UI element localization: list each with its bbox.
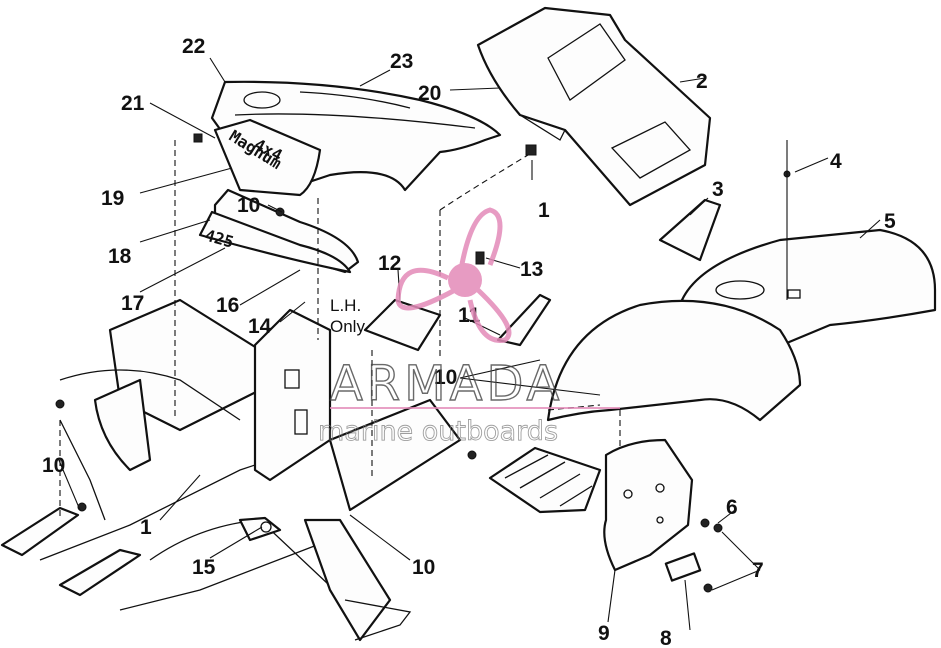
mud-flap-9 (603, 438, 694, 572)
reflector-panel-3 (658, 198, 722, 262)
watermark-tagline: marine outboards (318, 416, 558, 447)
callout-2: 2 (696, 70, 708, 93)
callout-21: 21 (121, 92, 145, 115)
callout-5: 5 (884, 210, 896, 233)
callout-8: 8 (660, 627, 672, 648)
propeller-logo (395, 207, 512, 343)
decal-panel-19: 4x4 Magnum (213, 118, 322, 197)
callout-14: 14 (248, 315, 272, 338)
assembly-lines (59, 140, 621, 520)
callout-6: 6 (726, 496, 738, 519)
callout-20: 20 (418, 82, 441, 105)
callout-22: 22 (182, 35, 205, 58)
callout-16: 16 (216, 294, 239, 317)
callout-17: 17 (121, 292, 144, 315)
vehicle-frame (0, 298, 462, 642)
callout-13: 13 (520, 258, 543, 281)
callout-10-mid: 10 (434, 366, 457, 389)
note-only: Only (330, 317, 365, 336)
callout-23: 23 (390, 50, 413, 73)
callout-3: 3 (712, 178, 724, 201)
fasteners (55, 133, 791, 593)
callout-10-left: 10 (42, 454, 65, 477)
callout-labels: 22 21 23 20 2 19 10 18 1 17 16 14 12 13 … (42, 35, 896, 648)
callout-12: 12 (378, 252, 401, 275)
callout-7: 7 (752, 559, 764, 582)
callout-10-top: 10 (237, 194, 260, 217)
callout-9: 9 (598, 622, 610, 645)
callout-4: 4 (830, 150, 842, 173)
callout-1-bottom: 1 (140, 516, 152, 539)
leader-lines (57, 57, 881, 631)
note-lh: L.H. (330, 296, 361, 315)
callout-1-top: 1 (538, 199, 550, 222)
callout-15: 15 (192, 556, 216, 579)
foot-step (488, 446, 602, 514)
callout-10-bottom: 10 (412, 556, 435, 579)
decal-panel-17: 425 (198, 210, 352, 274)
callout-18: 18 (108, 245, 132, 268)
headlight-pod-2 (476, 6, 712, 207)
callout-19: 19 (101, 187, 124, 210)
watermark: ARMADA marine outboards (318, 207, 620, 447)
watermark-brand: ARMADA (330, 356, 563, 412)
